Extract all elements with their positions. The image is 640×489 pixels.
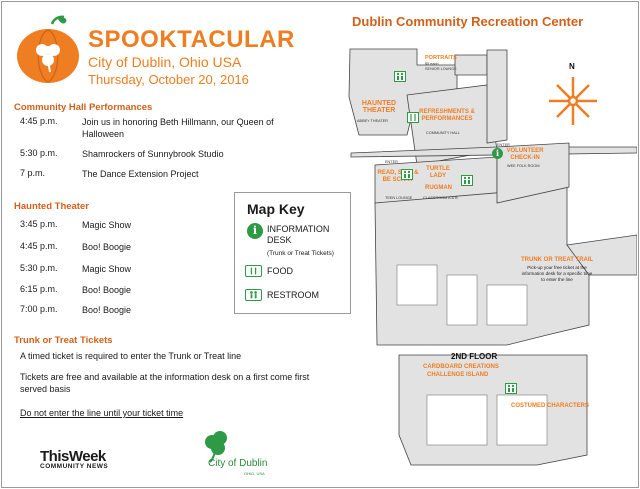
schedule-time: 3:45 p.m. [20, 219, 58, 229]
trunk-or-treat-line3-text: Do not enter the line until your ticket … [20, 408, 184, 418]
schedule-desc: Boo! Boogie [82, 242, 132, 252]
schedule-desc: Boo! Boogie [82, 305, 132, 315]
map-label-challenge-island: CHALLENGE ISLAND [427, 372, 489, 378]
event-date: Thursday, October 20, 2016 [88, 72, 249, 87]
map-label-costumed: COSTUMED CHARACTERS [511, 403, 589, 409]
schedule-desc: The Dance Extension Project [82, 169, 199, 179]
info-icon: i [247, 223, 263, 239]
city-of-dublin-logo: City of Dublin [208, 458, 268, 469]
map-title: Dublin Community Recreation Center [352, 14, 584, 29]
schedule-time: 4:45 p.m. [20, 116, 58, 126]
restroom-map-icon [505, 383, 517, 394]
schedule-time: 7:00 p.m. [20, 304, 58, 314]
info-desk-map-icon: i [492, 148, 503, 159]
pumpkin-logo-icon [17, 15, 79, 83]
map-label-enter-1: ENTER [385, 160, 398, 164]
compass-north-label: N [569, 62, 575, 71]
map-key: Map Key i INFORMATION DESK (Trunk or Tre… [234, 192, 351, 314]
restroom-map-icon [394, 71, 406, 82]
map-key-info-sub: (Trunk or Treat Tickets) [267, 250, 334, 257]
map-label-haunted-theater: HAUNTED THEATER [361, 100, 397, 114]
thisweek-name: ThisWeek [40, 448, 106, 465]
thisweek-sub: COMMUNITY NEWS [40, 463, 109, 470]
food-icon [245, 265, 262, 277]
food-map-icon [407, 112, 419, 123]
map-label-trunk-trail: TRUNK OR TREAT TRAIL [521, 257, 594, 263]
schedule-desc: Join us in honoring Beth Hillmann, our Q… [82, 117, 274, 139]
map-key-info-label: INFORMATION DESK [267, 224, 330, 245]
schedule-desc: Shamrockers of Sunnybrook Studio [82, 149, 224, 159]
floor-map: N PORTRAITS $5 each SENIOR LOUNGE HAUNTE… [337, 35, 637, 475]
map-label-senior-lounge: SENIOR LOUNGE [425, 67, 457, 71]
map-key-restroom-label: RESTROOM [267, 290, 320, 300]
map-label-portraits: PORTRAITS [425, 55, 457, 61]
map-label-cardboard: CARDBOARD CREATIONS [423, 364, 499, 370]
schedule-desc: Magic Show [82, 220, 132, 230]
map-label-community-hall: COMMUNITY HALL [426, 131, 460, 135]
trunk-or-treat-line1: A timed ticket is required to enter the … [20, 351, 242, 361]
map-label-second-floor: 2ND FLOOR [451, 352, 498, 361]
schedule-time: 5:30 p.m. [20, 263, 58, 273]
community-hall-heading: Community Hall Performances [14, 102, 153, 113]
map-label-teen-lounge: TEEN LOUNGE [385, 196, 413, 200]
trunk-or-treat-heading: Trunk or Treat Tickets [14, 335, 113, 346]
map-key-food-label: FOOD [267, 266, 293, 276]
event-city: City of Dublin, Ohio USA [88, 54, 242, 70]
map-label-trunk-trail-note: Pick-up your free ticket at the informat… [521, 265, 593, 282]
map-label-refreshments: REFRESHMENTS & PERFORMANCES [419, 109, 475, 122]
schedule-desc: Boo! Boogie [82, 285, 132, 295]
map-label-portraits-price: $5 each [425, 62, 439, 66]
floor-plan-drawing [348, 48, 637, 466]
map-label-wee-folk-room: WEE FOLK ROOM [507, 164, 540, 168]
thisweek-logo: ThisWeek COMMUNITY NEWS [40, 448, 108, 470]
trunk-or-treat-line2: Tickets are free and available at the in… [20, 372, 310, 394]
haunted-theater-heading: Haunted Theater [14, 201, 89, 212]
restroom-icon [245, 289, 262, 301]
map-label-rugman: RUGMAN [425, 185, 452, 191]
schedule-time: 5:30 p.m. [20, 148, 58, 158]
map-label-read-sing: READ, SING & BE SCARY [377, 170, 419, 183]
schedule-time: 6:15 p.m. [20, 284, 58, 294]
city-of-dublin-sub: OHIO, USA [244, 471, 265, 476]
event-title: SPOOKTACULAR [88, 26, 295, 53]
map-label-turtle-lady: TURTLE LADY [426, 166, 450, 179]
schedule-time: 4:45 p.m. [20, 241, 58, 251]
restroom-map-icon [401, 169, 413, 180]
map-label-abbey-theater: ABBEY THEATER [357, 119, 389, 123]
map-label-enter-2: ENTER [497, 143, 510, 147]
restroom-map-icon [461, 175, 473, 186]
map-label-classroom: CLASSROOM A & B [423, 196, 458, 200]
schedule-desc: Magic Show [82, 264, 132, 274]
map-key-title: Map Key [247, 201, 305, 217]
trunk-or-treat-line3: Do not enter the line until your ticket … [20, 407, 320, 419]
schedule-time: 7 p.m. [20, 168, 46, 178]
map-label-volunteer-checkin: VOLUNTEER CHECK-IN [506, 148, 544, 161]
shamrock-icon [205, 431, 227, 463]
